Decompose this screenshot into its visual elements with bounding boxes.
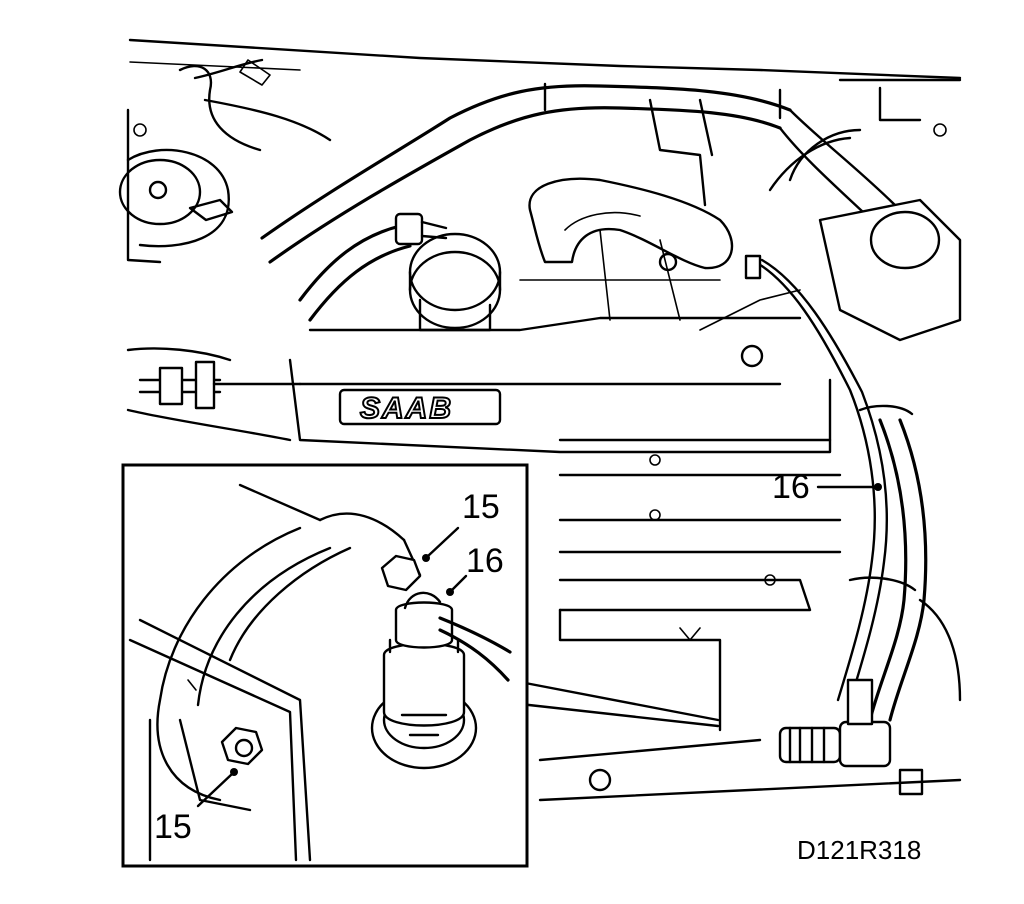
lower-nut <box>220 726 264 766</box>
upper-crossing-pipe <box>260 82 902 264</box>
main-engine-view: SAAB <box>118 38 962 802</box>
oxygen-sensor-connector <box>778 678 892 768</box>
brake-fluid-reservoir <box>768 128 962 342</box>
intake-elbow <box>528 177 734 270</box>
oil-filler-cap <box>408 232 502 332</box>
left-cable-end <box>138 360 302 410</box>
left-strut-tower <box>118 108 234 264</box>
figure-code: D121R318 <box>797 835 921 865</box>
oxygen-sensor <box>370 591 512 770</box>
inset-frame <box>121 463 529 868</box>
callout-15-lower: 15 <box>154 768 238 846</box>
inset-pointer-line <box>518 680 720 722</box>
callout-16-inset-label: 16 <box>466 542 504 580</box>
callout-16-inset: 16 <box>446 542 504 596</box>
detail-inset: 15 16 15 <box>121 463 529 868</box>
callout-16-label: 16 <box>772 468 810 506</box>
callout-15-lower-label: 15 <box>154 808 192 846</box>
callout-16-main: 16 <box>772 468 882 506</box>
callout-15-upper: 15 <box>422 488 500 562</box>
saab-lettering: SAAB <box>360 392 453 425</box>
callout-15-upper-label: 15 <box>462 488 500 526</box>
wiring-harness <box>744 254 928 722</box>
cam-cover-badge: SAAB <box>338 388 502 426</box>
upper-nut <box>380 554 422 592</box>
